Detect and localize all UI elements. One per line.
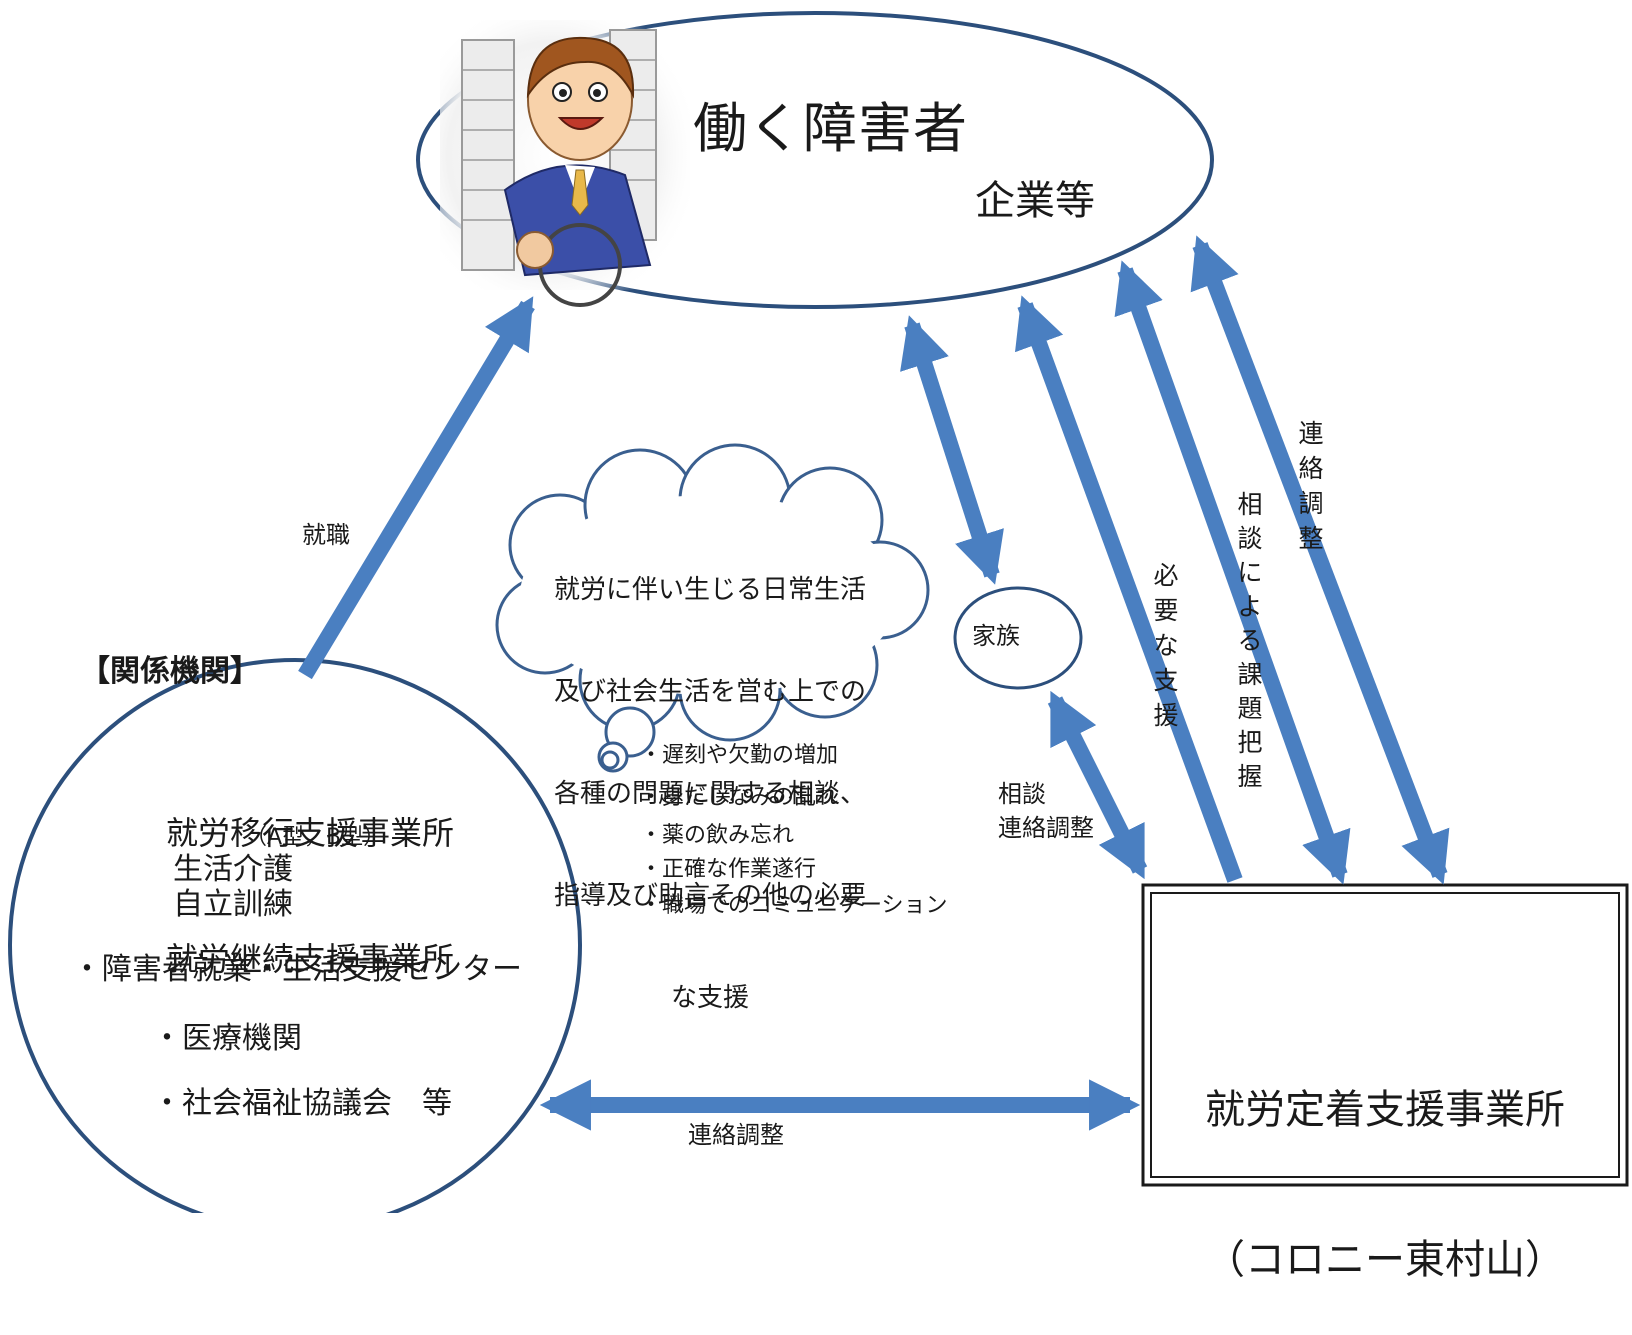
issue-appearance: ・身だしなみの乱れ — [640, 785, 839, 810]
cloud-text: 就労に伴い生じる日常生活 及び社会生活を営む上での 各種の問題に関する相談、 指… — [525, 505, 895, 1049]
support-office-box-inner — [1150, 892, 1620, 1178]
family-label: 家族 — [972, 622, 1020, 650]
bullet-employment-center: ・障害者就業・生活支援センター — [72, 952, 522, 987]
label-family-consult: 相談 — [998, 780, 1046, 808]
issue-communication: ・職場でのコミュニケーション — [640, 893, 948, 918]
label-bottom-liaison: 連絡調整 — [688, 1121, 784, 1149]
support-office-line-2: （コロニー東村山） — [1205, 1237, 1565, 1283]
arrow-employment — [298, 296, 535, 680]
label-liaison-vertical: 連 絡 調 整 — [1298, 419, 1324, 553]
label-employment: 就職 — [302, 521, 350, 549]
agency-line-continuation: 就労継続支援事業所 — [165, 940, 454, 978]
issue-medication: ・薬の飲み忘れ — [640, 823, 795, 848]
arrows — [298, 235, 1450, 1131]
cloud-line-1: 就労に伴い生じる日常生活 — [553, 575, 866, 605]
arrow-liaison — [1190, 235, 1450, 885]
worker-title: 働く障害者 — [693, 97, 968, 160]
cloud-line-3: 各種の問題に関する相談、 — [553, 779, 866, 809]
related-agencies-circle — [8, 658, 582, 1213]
support-office-name: 就労定着支援事業所 （コロニー東村山） — [1151, 985, 1619, 1335]
arrow-family-office — [1047, 690, 1148, 880]
bullet-medical: ・医療機関 — [152, 1021, 302, 1056]
agencies-main-lines: 就労移行支援事業所 就労継続支援事業所 — [120, 728, 500, 1022]
service-daily-care: 生活介護 — [173, 852, 293, 887]
label-necessary-support: 必 要 な 支 援 — [1153, 561, 1179, 730]
support-office-box-outer — [1141, 883, 1629, 1187]
relationship-diagram — [8, 11, 1629, 1213]
wheelchair-worker-illustration — [440, 20, 690, 307]
cloud-line-4: 指導及び助言その他の必要 — [553, 881, 866, 911]
family-ellipse — [953, 586, 1083, 690]
related-agencies-heading: 【関係機関】 — [80, 654, 260, 689]
issue-lateness: ・遅刻や欠勤の増加 — [640, 743, 839, 768]
service-independence-training: 自立訓練 — [173, 887, 293, 922]
issue-accurate-work: ・正確な作業遂行 — [640, 857, 817, 882]
label-consultation-issues: 相 談 に よ る 課 題 把 握 — [1237, 490, 1263, 791]
arrow-company-family — [900, 315, 1004, 585]
label-family-liaison: 連絡調整 — [998, 814, 1094, 842]
types-note: （A型，B型） — [245, 825, 386, 850]
support-office-line-1: 就労定着支援事業所 — [1205, 1087, 1565, 1133]
company-label: 企業等 — [975, 178, 1095, 224]
cloud-line-2: 及び社会生活を営む上での — [553, 677, 866, 707]
arrow-necessary-support — [1015, 295, 1243, 883]
cloud-line-5: な支援 — [670, 983, 749, 1013]
agency-line-transition: 就労移行支援事業所 — [165, 814, 454, 852]
bullet-social-welfare: ・社会福祉協議会 等 — [152, 1086, 452, 1121]
